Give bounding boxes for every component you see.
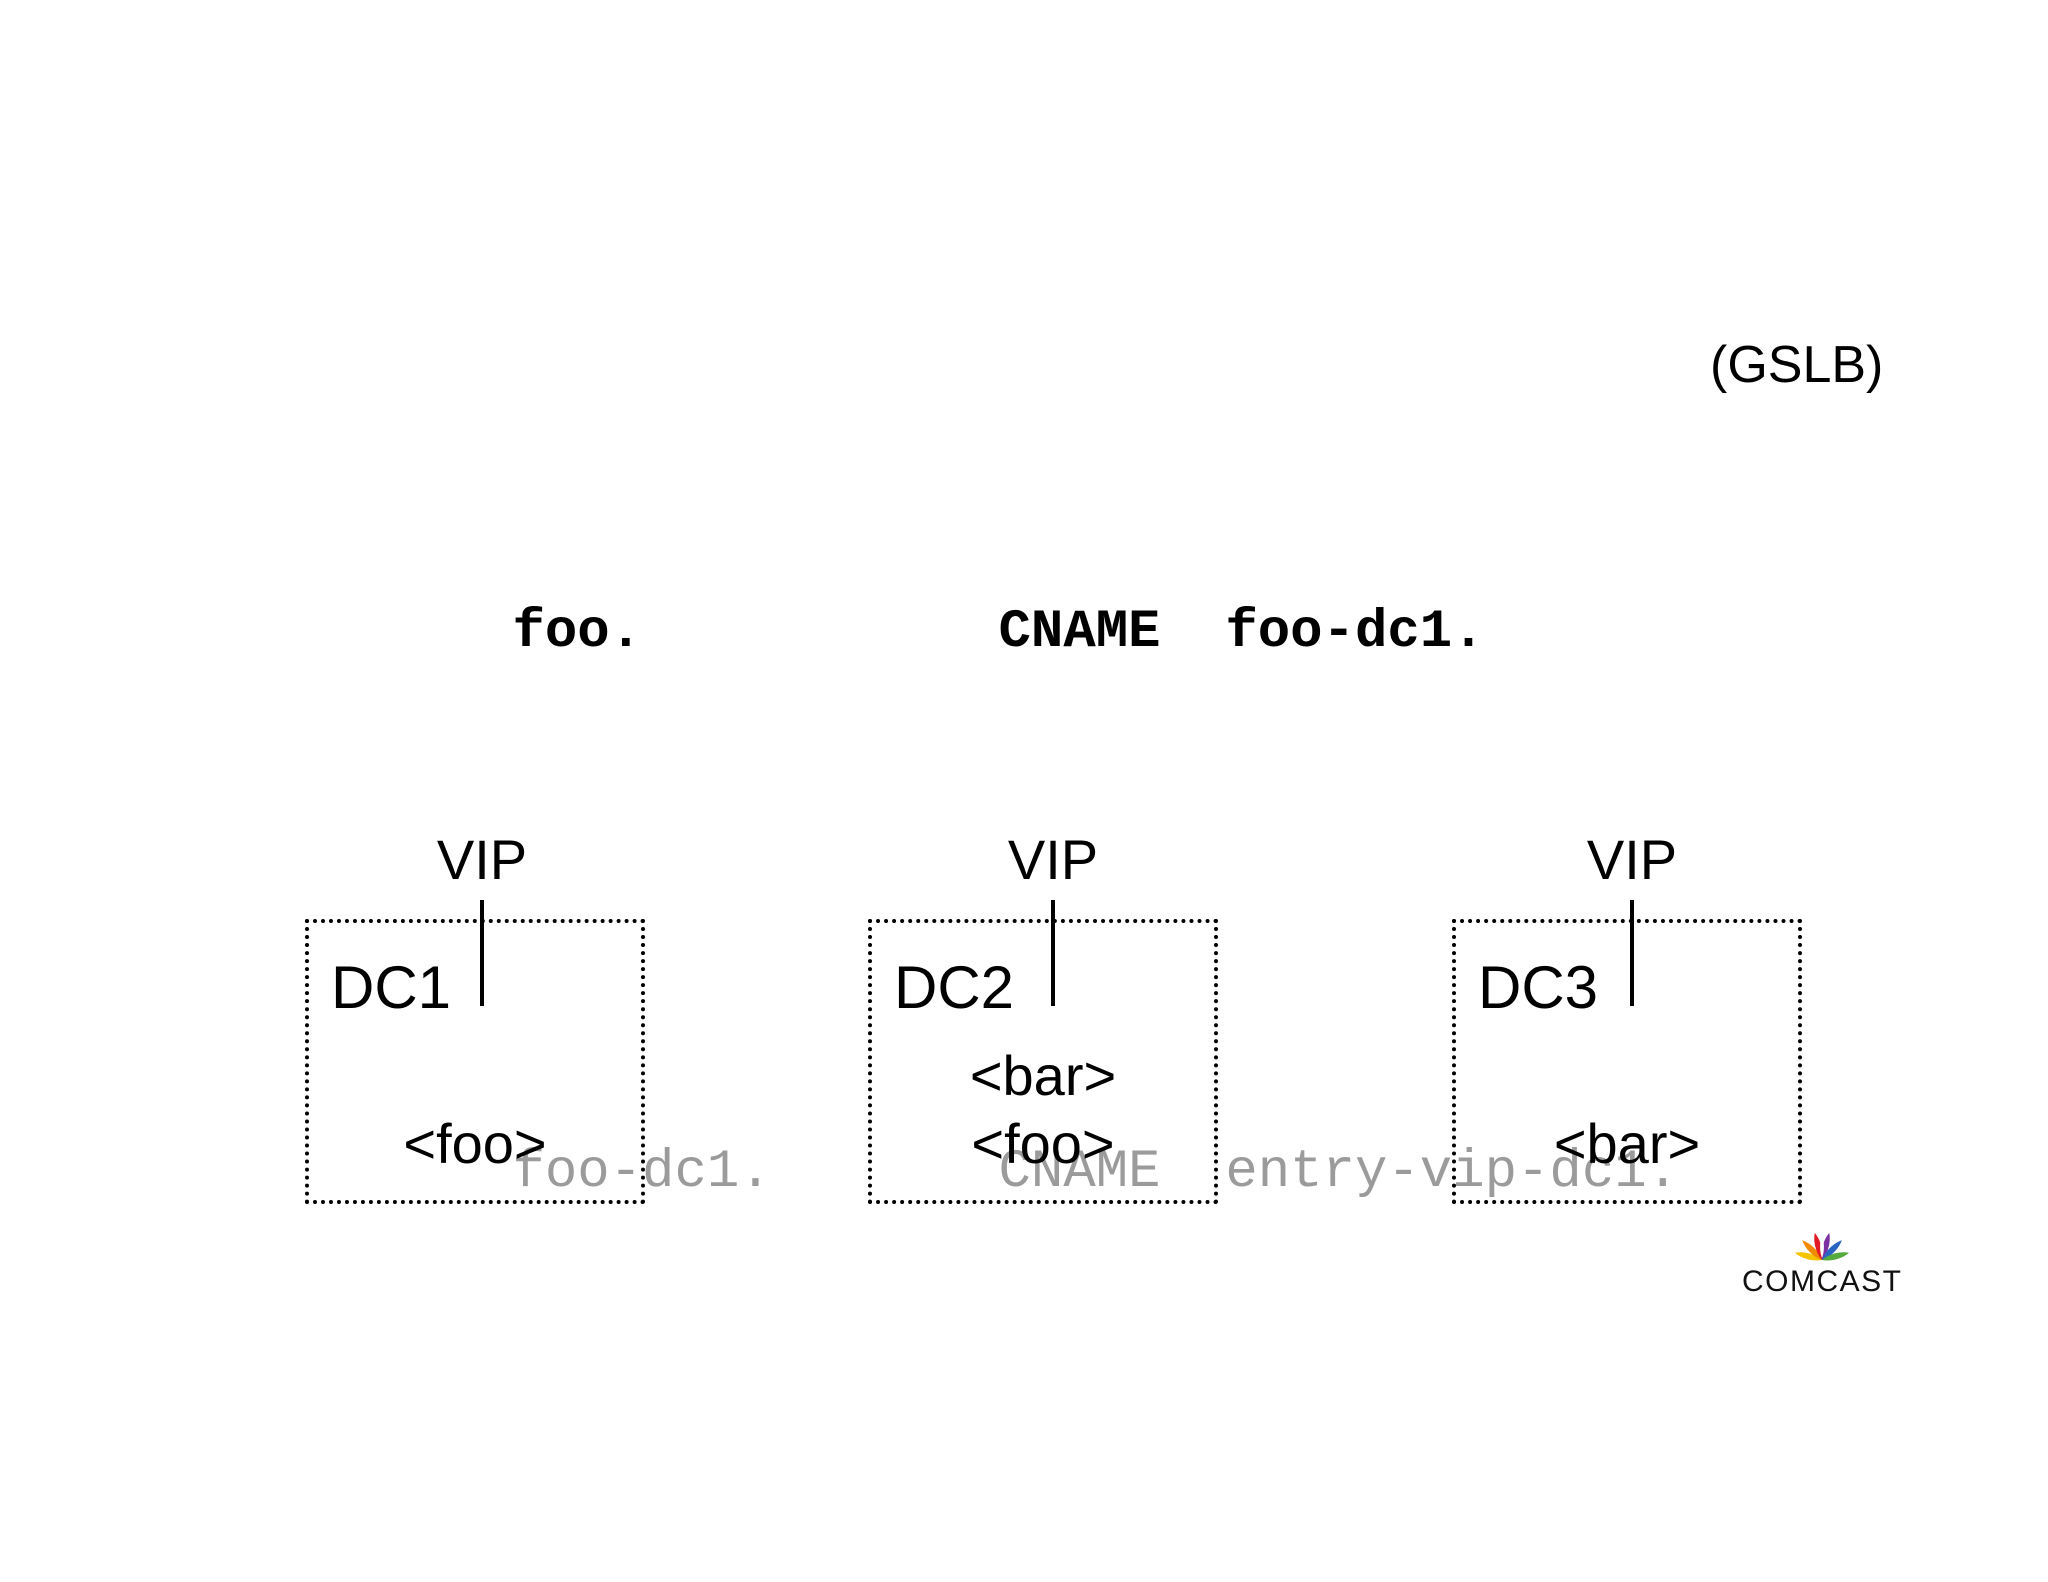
datacenter-service-list: <foo> [309,1110,641,1178]
vip-connector-line [1051,900,1055,1006]
vip-label: VIP [436,828,528,891]
vip-label: VIP [1586,828,1678,891]
nbc-peacock-icon [1794,1232,1850,1261]
datacenter-service: <foo> [971,1112,1115,1175]
gslb-annotation: (GSLB) [1710,336,1884,394]
datacenter-service: <bar> [1553,1112,1701,1175]
dns-record-value: foo-dc1. [1225,602,1485,663]
datacenter-title: DC1 [331,954,452,1021]
dns-record-name: foo. [512,602,999,663]
comcast-logo: COMCAST [1742,1222,1902,1298]
vip-label: VIP [1007,828,1099,891]
datacenter-box: DC1 <foo> [305,919,645,1204]
vip-connector-line [480,900,484,1006]
datacenter-service-list: <bar> [1456,1110,1798,1178]
comcast-wordmark: COMCAST [1742,1265,1903,1298]
datacenter-service: <bar> [969,1044,1117,1107]
datacenter-service-list: <bar> <foo> [872,1042,1214,1178]
datacenter-title: DC3 [1478,954,1599,1021]
datacenter-box: DC2 <bar> <foo> [868,919,1218,1204]
datacenter-box: DC3 <bar> [1452,919,1802,1204]
vip-connector-line [1630,900,1634,1006]
datacenter-service: <foo> [403,1112,547,1175]
dns-record-type: CNAME [998,1142,1226,1203]
datacenter-title: DC2 [894,954,1015,1021]
dns-record-row: foo. CNAME foo-dc1. (GSLB) [318,336,1883,858]
dns-record-type: CNAME [998,602,1226,663]
dns-record-row: entry-vip-dc1. A 10.1.0.1 [318,1488,1679,1582]
